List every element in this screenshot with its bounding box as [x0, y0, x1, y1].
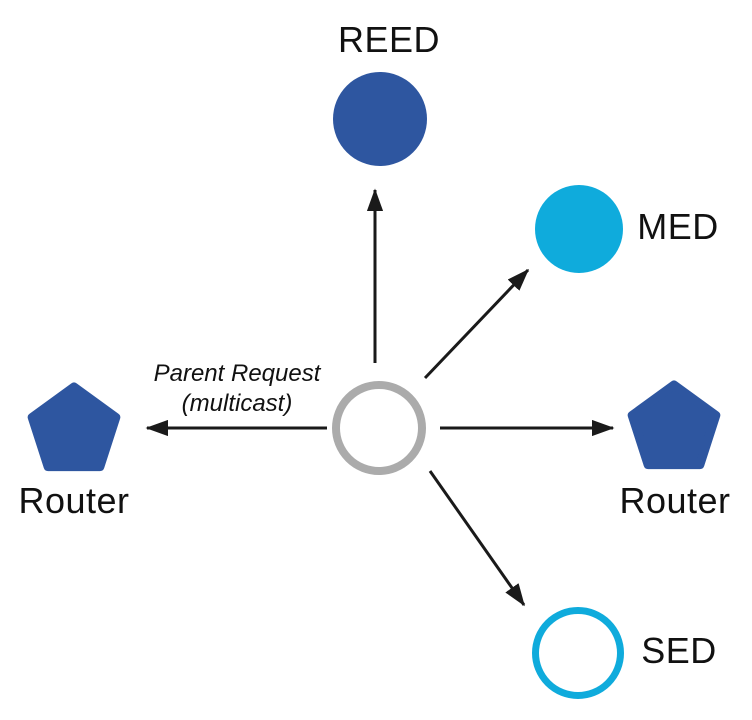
router-left-pentagon [27, 382, 121, 472]
reed-label: REED [337, 19, 441, 60]
router-right-label: Router [619, 480, 731, 521]
router-left-label: Router [18, 480, 130, 521]
med-node-circle [535, 185, 623, 273]
sed-label: SED [641, 630, 717, 671]
joining-node-circle [332, 381, 426, 475]
med-label: MED [637, 206, 719, 247]
router-right-pentagon [627, 380, 721, 470]
reed-node-circle [333, 72, 427, 166]
parent-request-line2: (multicast) [181, 390, 293, 417]
parent-request-annotation: Parent Request (multicast) [154, 359, 321, 419]
parent-request-line1: Parent Request [153, 360, 321, 387]
sed-node-circle [532, 607, 624, 699]
arrow-to-med [423, 268, 530, 380]
arrow-to-sed [428, 470, 526, 607]
